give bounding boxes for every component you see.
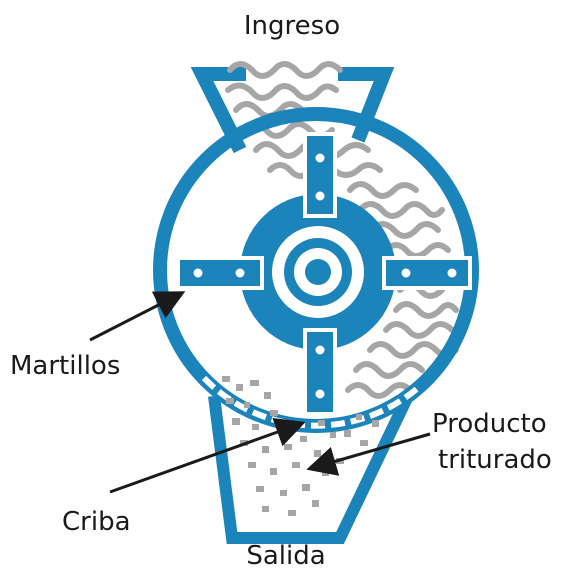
label-salida: Salida bbox=[246, 541, 325, 571]
label-producto-line1: Producto bbox=[432, 409, 547, 439]
producto-arrow bbox=[306, 432, 431, 476]
label-producto-line2: triturado bbox=[438, 445, 552, 475]
leader-lines bbox=[89, 291, 431, 494]
rotor-hub bbox=[272, 226, 364, 318]
hammer-top bbox=[303, 132, 337, 218]
hammer-right bbox=[382, 256, 472, 290]
label-ingreso: Ingreso bbox=[244, 11, 340, 41]
hammer-left bbox=[176, 256, 264, 290]
outlet-chute bbox=[208, 393, 414, 544]
hammer-pins bbox=[190, 150, 460, 402]
label-criba: Criba bbox=[62, 507, 131, 537]
criba-arrow bbox=[109, 417, 306, 494]
martillos-arrow bbox=[89, 291, 186, 342]
label-martillos: Martillos bbox=[10, 351, 120, 381]
